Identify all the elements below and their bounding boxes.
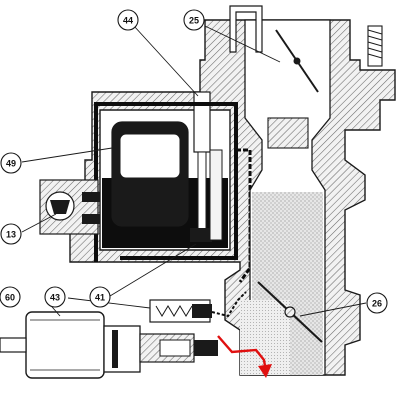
needle-valve bbox=[193, 91, 211, 153]
callout-label: 44 bbox=[123, 16, 133, 26]
callout-60: 60 bbox=[0, 286, 21, 308]
throttle-shaft bbox=[284, 306, 296, 318]
flow-arrow bbox=[217, 335, 268, 373]
leader-lines bbox=[21, 25, 367, 317]
main-jet bbox=[190, 228, 212, 242]
adjust-spring bbox=[367, 25, 383, 67]
fuel-inlet-fitting bbox=[39, 179, 100, 235]
float-highlight bbox=[119, 133, 181, 179]
callout-label: 13 bbox=[6, 230, 16, 240]
idle-jet bbox=[149, 299, 212, 323]
venturi-nozzle bbox=[267, 117, 309, 149]
callout-43: 43 bbox=[44, 286, 66, 308]
callout-label: 49 bbox=[6, 159, 16, 169]
idle-cutoff-solenoid bbox=[0, 311, 218, 379]
emulsion-tube bbox=[209, 149, 223, 241]
callout-label: 25 bbox=[189, 16, 199, 26]
flow-arrow-head bbox=[258, 364, 272, 378]
callout-49: 49 bbox=[0, 152, 22, 174]
jet-tube bbox=[197, 151, 207, 233]
callout-label: 43 bbox=[50, 293, 60, 303]
choke-pivot bbox=[293, 57, 301, 65]
callout-label: 41 bbox=[95, 293, 105, 303]
callout-13: 13 bbox=[0, 223, 22, 245]
callout-label: 26 bbox=[372, 299, 382, 309]
callout-25: 25 bbox=[183, 9, 205, 31]
callout-41: 41 bbox=[89, 286, 111, 308]
mixture-plume bbox=[240, 300, 290, 375]
choke-linkage bbox=[229, 5, 263, 53]
callout-44: 44 bbox=[117, 9, 139, 31]
callout-label: 60 bbox=[5, 293, 15, 303]
idle-mixture-path bbox=[211, 291, 247, 318]
callout-26: 26 bbox=[366, 292, 388, 314]
fuel-passage bbox=[94, 102, 238, 262]
